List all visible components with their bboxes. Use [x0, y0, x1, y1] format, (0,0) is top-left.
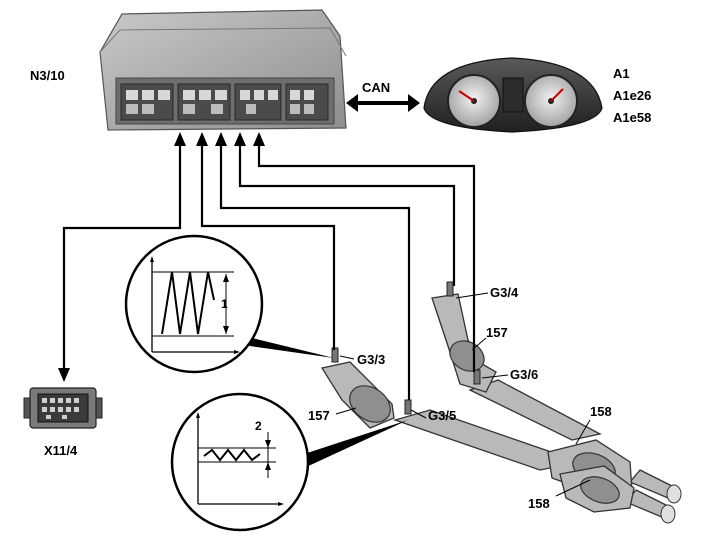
label-158-bottom: 158: [528, 496, 550, 511]
leader-g3-4: [455, 292, 489, 299]
connector-block-2: [177, 83, 231, 121]
label-a1: A1: [613, 66, 630, 81]
label-can: CAN: [362, 80, 390, 95]
signal-bubble-2: [170, 392, 310, 532]
arrow-up-icon: [215, 132, 227, 146]
label-g3-4: G3/4: [490, 285, 519, 300]
label-157-right: 157: [486, 325, 508, 340]
label-g3-6: G3/6: [510, 367, 538, 382]
label-x11-4: X11/4: [44, 443, 78, 458]
sensor-g3-6-icon: [473, 369, 481, 385]
label-158-top: 158: [590, 404, 612, 419]
leader-g3-5: [410, 409, 427, 419]
signal-1-marker: 1: [221, 297, 228, 311]
diagnostic-connector: [23, 387, 103, 429]
connector-block-4: [285, 83, 329, 121]
leader-g3-3: [339, 355, 355, 360]
signal-bubble-1: [124, 234, 264, 374]
pointer-wedge-2: [298, 420, 408, 468]
cluster-display: [502, 77, 524, 113]
leader-158-bottom: [555, 479, 591, 497]
arrow-up-icon: [174, 132, 186, 146]
arrow-up-icon: [196, 132, 208, 146]
can-arrow-left-icon: [346, 94, 358, 112]
connector-block-3: [234, 83, 282, 121]
connector-block-1: [120, 83, 174, 121]
sensor-g3-3-icon: [331, 347, 339, 363]
label-g3-3: G3/3: [357, 352, 385, 367]
label-a1e26: A1e26: [613, 88, 651, 103]
label-n3-10: N3/10: [30, 68, 65, 83]
label-a1e58: A1e58: [613, 110, 651, 125]
tachometer-icon: [524, 74, 578, 128]
instrument-cluster: [423, 57, 603, 133]
signal-2-marker: 2: [255, 419, 262, 433]
can-arrow-right-icon: [408, 94, 420, 112]
control-unit: [99, 9, 347, 131]
label-157-left: 157: [308, 408, 330, 423]
pointer-wedge-1: [244, 336, 334, 358]
leader-157-left: [335, 407, 357, 415]
exhaust-system: [320, 281, 682, 524]
sensor-g3-5-icon: [404, 399, 412, 415]
arrow-up-icon: [234, 132, 246, 146]
arrow-down-icon: [58, 368, 70, 382]
label-g3-5: G3/5: [428, 408, 456, 423]
leader-157-right: [471, 337, 487, 351]
leader-158-top: [575, 419, 591, 445]
leader-g3-6: [481, 374, 509, 379]
sensor-g3-4-icon: [446, 281, 454, 297]
arrow-up-icon: [253, 132, 265, 146]
wiring: [58, 132, 476, 400]
speedometer-icon: [447, 74, 501, 128]
